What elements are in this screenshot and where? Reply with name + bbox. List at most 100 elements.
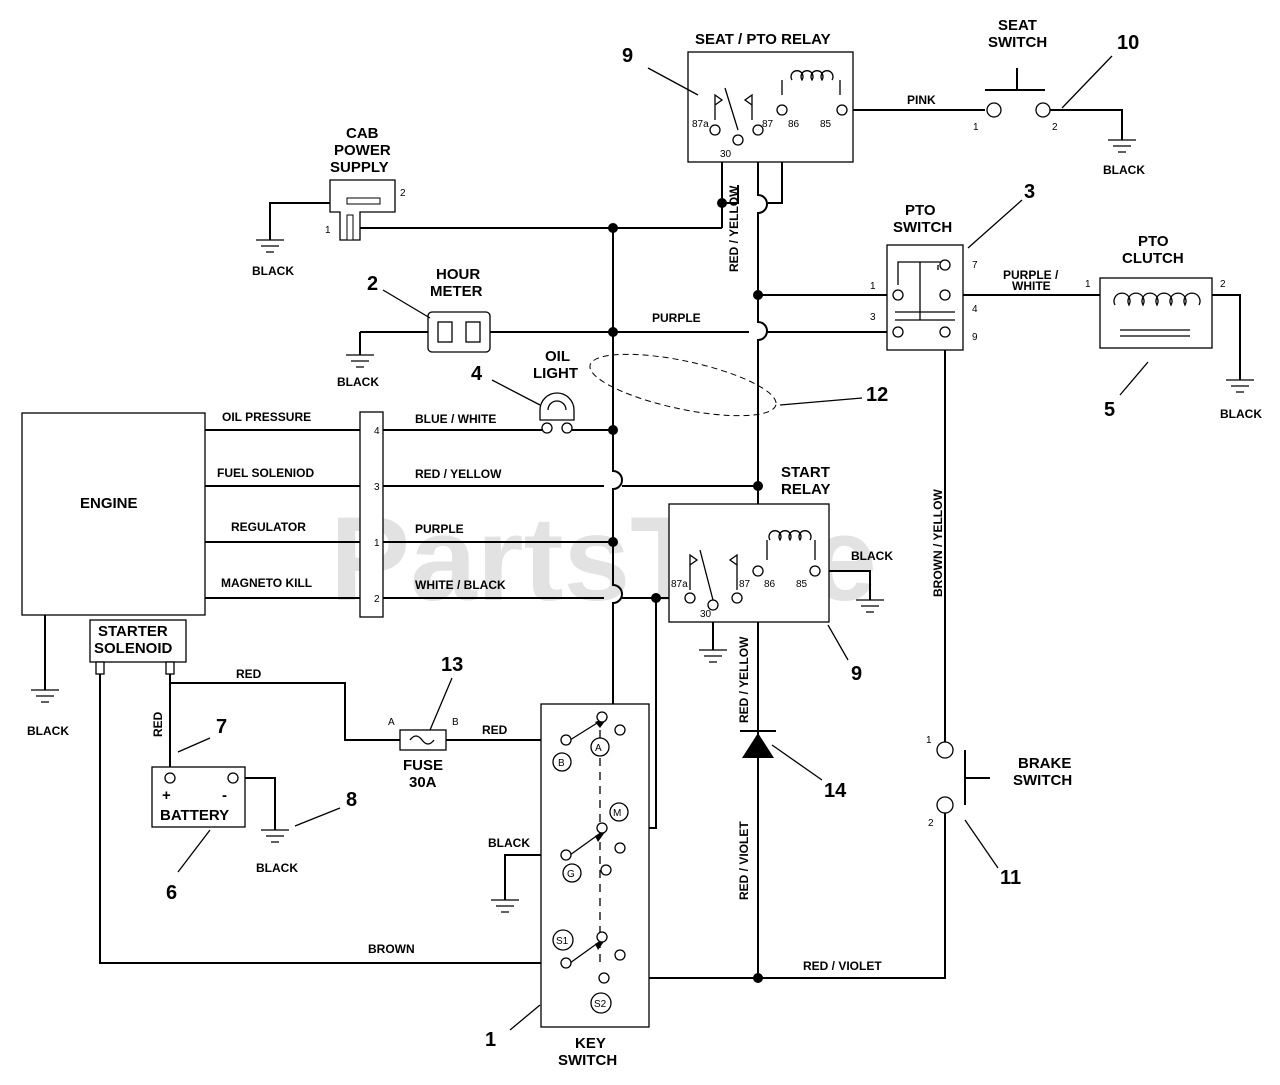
- svg-text:3: 3: [870, 312, 876, 323]
- vertical-wire-labels: RED / YELLOW RED / YELLOW RED / VIOLET B…: [151, 185, 945, 900]
- svg-text:BLACK: BLACK: [337, 375, 379, 389]
- svg-text:START: START: [781, 464, 830, 481]
- svg-text:4: 4: [471, 363, 483, 385]
- svg-text:1: 1: [926, 735, 932, 746]
- svg-text:5: 5: [1104, 399, 1115, 421]
- svg-text:S1: S1: [556, 936, 569, 947]
- start-relay: START RELAY 87a 30 87 86 85 BLACK: [668, 464, 893, 663]
- svg-text:BROWN: BROWN: [368, 942, 415, 956]
- svg-text:BLACK: BLACK: [27, 724, 69, 738]
- svg-text:86: 86: [788, 119, 800, 130]
- svg-text:CLUTCH: CLUTCH: [1122, 250, 1184, 267]
- svg-text:6: 6: [166, 882, 177, 904]
- svg-text:PURPLE /: PURPLE /: [1003, 268, 1059, 282]
- oil-light: OIL LIGHT: [533, 348, 578, 434]
- svg-text:11: 11: [1000, 867, 1021, 889]
- callouts: 1 2 3 4 5 6 7 8 9 9 10 11 12 13 14: [166, 32, 1149, 1051]
- svg-text:85: 85: [820, 119, 832, 130]
- cab-power-supply: CAB POWER SUPPLY 2 1 BLACK: [252, 125, 406, 278]
- svg-text:SWITCH: SWITCH: [988, 34, 1047, 51]
- svg-text:2: 2: [374, 594, 380, 605]
- svg-text:POWER: POWER: [334, 142, 391, 159]
- svg-text:RED / VIOLET: RED / VIOLET: [737, 821, 751, 900]
- svg-text:9: 9: [851, 663, 862, 685]
- starter-solenoid: STARTER SOLENOID RED BROWN: [89, 619, 415, 956]
- svg-text:MAGNETO KILL: MAGNETO KILL: [221, 576, 312, 590]
- brake-switch: BRAKE SWITCH 1 2 RED / VIOLET: [803, 735, 1072, 973]
- svg-text:2: 2: [400, 188, 406, 199]
- svg-text:10: 10: [1117, 32, 1139, 54]
- junction-dots: [608, 198, 763, 983]
- svg-text:METER: METER: [430, 283, 483, 300]
- svg-text:WHITE / BLACK: WHITE / BLACK: [415, 578, 506, 592]
- svg-text:M: M: [613, 808, 621, 819]
- svg-text:9: 9: [622, 45, 633, 67]
- svg-text:SEAT: SEAT: [998, 17, 1037, 34]
- svg-text:S2: S2: [594, 999, 607, 1010]
- svg-text:7: 7: [216, 716, 227, 738]
- svg-text:A: A: [388, 717, 395, 728]
- svg-text:SWITCH: SWITCH: [558, 1052, 617, 1069]
- svg-text:SWITCH: SWITCH: [1013, 772, 1072, 789]
- svg-text:B: B: [558, 758, 565, 769]
- svg-text:PURPLE: PURPLE: [652, 311, 701, 325]
- svg-text:2: 2: [1220, 279, 1226, 290]
- svg-text:RELAY: RELAY: [781, 481, 830, 498]
- svg-text:1: 1: [485, 1029, 496, 1051]
- svg-text:4: 4: [972, 304, 978, 315]
- svg-text:BRAKE: BRAKE: [1018, 755, 1071, 772]
- svg-text:1: 1: [1085, 279, 1091, 290]
- svg-text:RED / VIOLET: RED / VIOLET: [803, 959, 882, 973]
- seat-pto-relay: SEAT / PTO RELAY 87a 30 87 86 85: [687, 31, 854, 163]
- svg-text:86: 86: [764, 579, 776, 590]
- svg-text:CAB: CAB: [346, 125, 379, 142]
- svg-text:+: +: [162, 787, 171, 804]
- svg-text:BLACK: BLACK: [488, 836, 530, 850]
- svg-text:KEY: KEY: [575, 1035, 606, 1052]
- battery: + - BATTERY BLACK: [151, 766, 298, 875]
- key-switch: A B M G S1 S2 KEY SWITCH BLACK: [488, 703, 650, 1069]
- svg-text:LIGHT: LIGHT: [533, 365, 578, 382]
- svg-text:87a: 87a: [692, 119, 709, 130]
- svg-text:RED / YELLOW: RED / YELLOW: [415, 467, 502, 481]
- svg-text:BLACK: BLACK: [1220, 407, 1262, 421]
- fuse: A B FUSE 30A RED: [388, 717, 508, 791]
- svg-text:30: 30: [720, 149, 732, 160]
- svg-text:B: B: [452, 717, 459, 728]
- svg-text:85: 85: [796, 579, 808, 590]
- svg-text:SOLENOID: SOLENOID: [94, 640, 173, 657]
- svg-text:HOUR: HOUR: [436, 266, 480, 283]
- svg-text:PTO: PTO: [1138, 233, 1169, 250]
- svg-text:3: 3: [374, 482, 380, 493]
- svg-text:RED: RED: [482, 723, 508, 737]
- svg-text:SUPPLY: SUPPLY: [330, 159, 389, 176]
- svg-text:4: 4: [374, 426, 380, 437]
- svg-text:STARTER: STARTER: [98, 623, 168, 640]
- svg-text:2: 2: [367, 273, 378, 295]
- svg-text:FUSE: FUSE: [403, 757, 443, 774]
- seat-switch: SEAT SWITCH 1 2 PINK BLACK: [907, 17, 1145, 177]
- svg-text:SEAT / PTO RELAY: SEAT / PTO RELAY: [695, 31, 831, 48]
- svg-text:G: G: [567, 869, 575, 880]
- svg-text:FUEL SOLENIOD: FUEL SOLENIOD: [217, 466, 314, 480]
- svg-text:13: 13: [441, 654, 463, 676]
- svg-text:1: 1: [374, 538, 380, 549]
- svg-text:BROWN / YELLOW: BROWN / YELLOW: [931, 489, 945, 597]
- svg-text:BLACK: BLACK: [252, 264, 294, 278]
- svg-text:BATTERY: BATTERY: [160, 807, 229, 824]
- svg-text:12: 12: [866, 384, 888, 406]
- svg-text:1: 1: [973, 122, 979, 133]
- svg-text:RED / YELLOW: RED / YELLOW: [727, 185, 741, 272]
- diode: [740, 730, 776, 758]
- pto-clutch: PTO CLUTCH 1 2 BLACK: [1085, 233, 1262, 421]
- svg-text:1: 1: [870, 281, 876, 292]
- svg-text:BLACK: BLACK: [1103, 163, 1145, 177]
- svg-text:1: 1: [325, 225, 331, 236]
- svg-text:-: -: [222, 787, 227, 804]
- svg-text:A: A: [595, 743, 602, 754]
- svg-text:87a: 87a: [671, 579, 688, 590]
- svg-text:OIL PRESSURE: OIL PRESSURE: [222, 410, 311, 424]
- svg-text:REGULATOR: REGULATOR: [231, 520, 306, 534]
- svg-text:87: 87: [762, 119, 774, 130]
